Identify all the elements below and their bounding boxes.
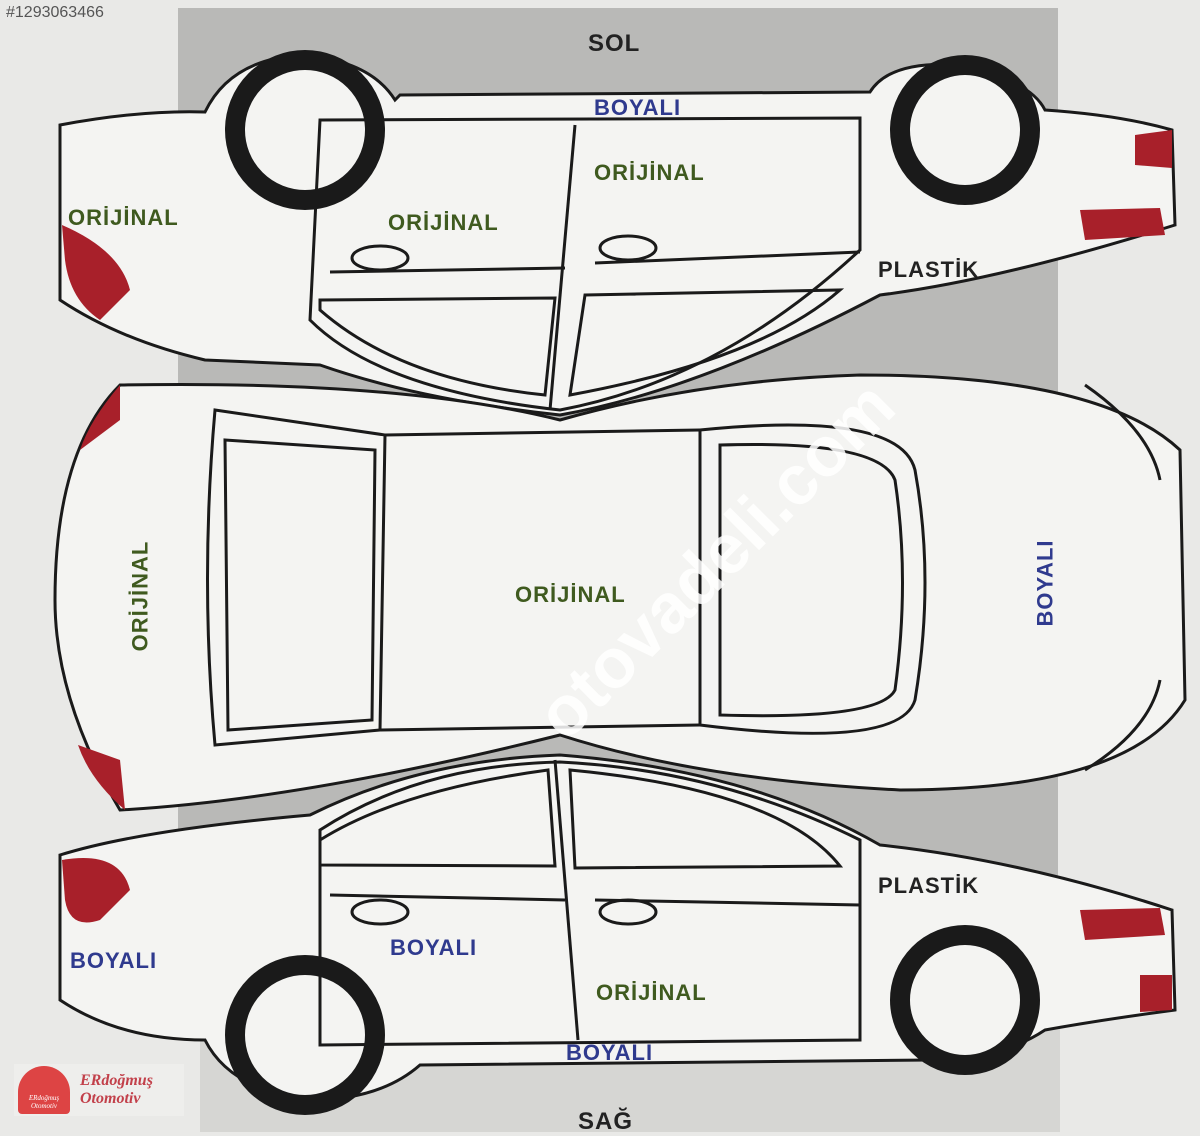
listing-id: #1293063466 (6, 4, 104, 21)
label-right-rear-end: BOYALI (70, 948, 158, 973)
label-right-front-door: ORİJİNAL (596, 980, 707, 1005)
dealer-subtitle: Otomotiv (80, 1090, 141, 1107)
label-left-front-fender: PLASTİK (878, 257, 980, 282)
left-side-view (58, 50, 1177, 417)
dealer-badge: ERdoğmuş Otomotiv (18, 1066, 70, 1114)
label-left-roof-rail: BOYALI (594, 95, 682, 120)
dealer-name: ERdoğmuş (80, 1072, 153, 1089)
label-left-front-door: ORİJİNAL (594, 160, 705, 185)
top-view (53, 373, 1187, 812)
side-label-right: SAĞ (578, 1108, 634, 1135)
label-top-roof: ORİJİNAL (515, 582, 626, 607)
label-right-front-fender: PLASTİK (878, 873, 980, 898)
label-top-hood: BOYALI (1032, 539, 1058, 627)
dealer-logo: ERdoğmuş Otomotiv ERdoğmuş Otomotiv (14, 1064, 184, 1116)
label-right-sill: BOYALI (566, 1040, 654, 1065)
label-right-rear-door: BOYALI (390, 935, 478, 960)
label-top-trunk: ORİJİNAL (127, 540, 153, 652)
label-left-rear-end: ORİJİNAL (68, 205, 179, 230)
side-label-left: SOL (588, 30, 641, 57)
right-side-view (58, 753, 1177, 1115)
label-left-rear-door: ORİJİNAL (388, 210, 499, 235)
